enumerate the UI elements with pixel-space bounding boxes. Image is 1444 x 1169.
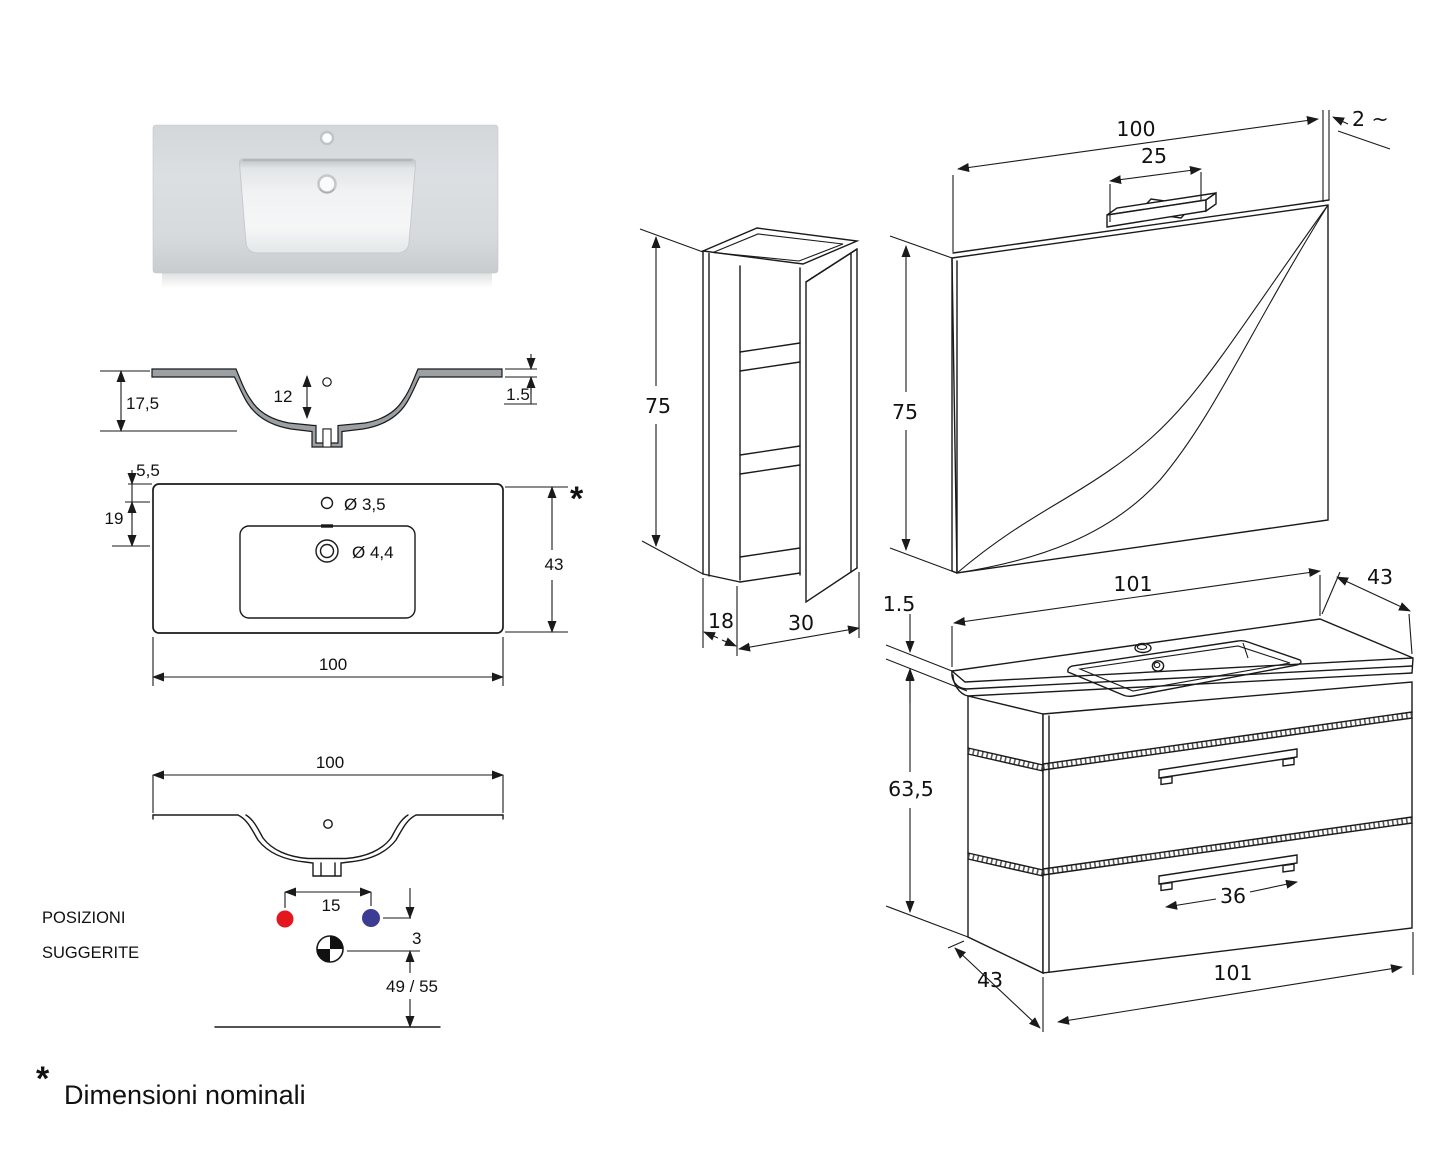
dim-lamp-width: 25	[1141, 144, 1167, 168]
cabinet-shelf-1	[739, 342, 801, 353]
suggested-positions-view: 100 15 3 49 / 55 POSIZIONI SUGGERITE	[42, 753, 504, 1028]
dim-mirror-width: 100	[1116, 117, 1155, 141]
wall-cabinet-view: 75 18 30	[639, 227, 860, 656]
dim-section-basin-depth: 12	[274, 387, 293, 406]
cabinet-bottom-panel	[739, 547, 801, 558]
dim-positions-width: 100	[316, 753, 344, 772]
dim-vanity-bottom-depth: 43	[977, 968, 1003, 992]
positions-section-inner	[245, 814, 409, 860]
mirror-decor-curve-1	[956, 204, 1329, 574]
dim-cabinet-depth: 18	[708, 609, 734, 633]
mirror-view: 100 25 2 ~ 75	[889, 107, 1391, 574]
vanity-drain-hole	[1151, 660, 1165, 672]
washbasin-section-view: 17,5 12 1.5	[100, 354, 537, 448]
vanity-unit-view: 36 101 43 1.5 63,5 101 43	[883, 565, 1414, 1032]
vanity-left-side	[967, 695, 1044, 975]
dim-mirror-thickness: 2 ~	[1352, 107, 1389, 131]
vanity-basin-recess	[1067, 639, 1302, 698]
washbasin-top-view: Ø 3,5 Ø 4,4 5,5 19 43 * 100	[105, 461, 584, 686]
dim-cabinet-width: 30	[788, 611, 814, 635]
render-drain-shade	[319, 188, 335, 194]
topview-drain-hole-inner	[319, 543, 335, 559]
dim-vanity-top-thickness: 1.5	[883, 592, 916, 616]
footnote-text: Dimensioni nominali	[64, 1080, 306, 1110]
dim-mirror-height: 75	[892, 400, 918, 424]
dim-vanity-bottom-width: 101	[1213, 961, 1252, 985]
drawer-gap-1	[967, 711, 1413, 772]
hot-water-dot	[276, 910, 294, 928]
drawer-gap-2	[967, 816, 1413, 877]
dim-topview-width: 100	[319, 655, 347, 674]
cabinet-open-door	[805, 251, 852, 604]
vanity-basin-inner	[1077, 645, 1291, 692]
dim-faucet-hole-diameter: Ø 3,5	[344, 495, 386, 514]
dim-drain-height-range: 49 / 55	[386, 977, 438, 996]
positions-overflow-hole	[323, 819, 333, 829]
dim-drain-drop: 3	[412, 929, 421, 948]
mirror-face	[951, 204, 1329, 574]
footnote-asterisk: *	[36, 1060, 50, 1098]
drain-registration-mark	[316, 935, 344, 963]
vanity-front-face	[1042, 681, 1413, 974]
dim-section-rim-thickness: 1.5	[506, 385, 530, 404]
dim-section-total-height: 17,5	[126, 394, 159, 413]
dim-drain-hole-diameter: Ø 4,4	[352, 543, 394, 562]
vanity-drain-hole-inner	[1153, 661, 1161, 669]
washbasin-render	[152, 124, 499, 288]
vanity-countertop-face	[950, 618, 1414, 683]
cabinet-shelf-2	[739, 445, 801, 456]
topview-faucet-hole	[320, 496, 334, 510]
washbasin-render-shadow	[162, 273, 492, 288]
nominal-asterisk-mark: *	[570, 480, 584, 518]
footnote: * Dimensioni nominali	[36, 1060, 306, 1110]
dim-vanity-top-width: 101	[1113, 572, 1152, 596]
topview-outline	[152, 483, 504, 634]
vanity-faucet-hole-inner	[1136, 644, 1148, 650]
drawer-handle-2	[1158, 854, 1298, 892]
section-drain-channel	[322, 428, 332, 448]
washbasin-render-bowl	[238, 158, 417, 254]
vanity-faucet-hole	[1134, 642, 1152, 654]
caption-posizioni: POSIZIONI	[42, 909, 125, 927]
dim-faucet-offset: 5,5	[136, 461, 160, 480]
dim-tap-spacing: 15	[322, 896, 341, 915]
drawer-handle-1	[1158, 748, 1298, 786]
dim-drain-offset: 19	[105, 509, 124, 528]
mirror-lamp	[1106, 191, 1217, 228]
caption-suggerite: SUGGERITE	[42, 944, 139, 962]
section-overflow-hole	[322, 377, 332, 387]
dim-handle-width: 36	[1220, 884, 1246, 908]
cold-water-dot	[362, 909, 380, 927]
dim-cabinet-height: 75	[645, 394, 671, 418]
topview-drain-hole-outer	[315, 539, 339, 563]
dim-vanity-height: 63,5	[888, 777, 934, 801]
dim-vanity-top-depth: 43	[1367, 565, 1393, 589]
mirror-decor-curve-2	[956, 204, 1329, 574]
dim-topview-depth: 43	[545, 555, 564, 574]
render-faucet-hole	[319, 130, 335, 146]
cabinet-top-rim	[712, 233, 844, 262]
positions-section-profile	[152, 814, 504, 877]
